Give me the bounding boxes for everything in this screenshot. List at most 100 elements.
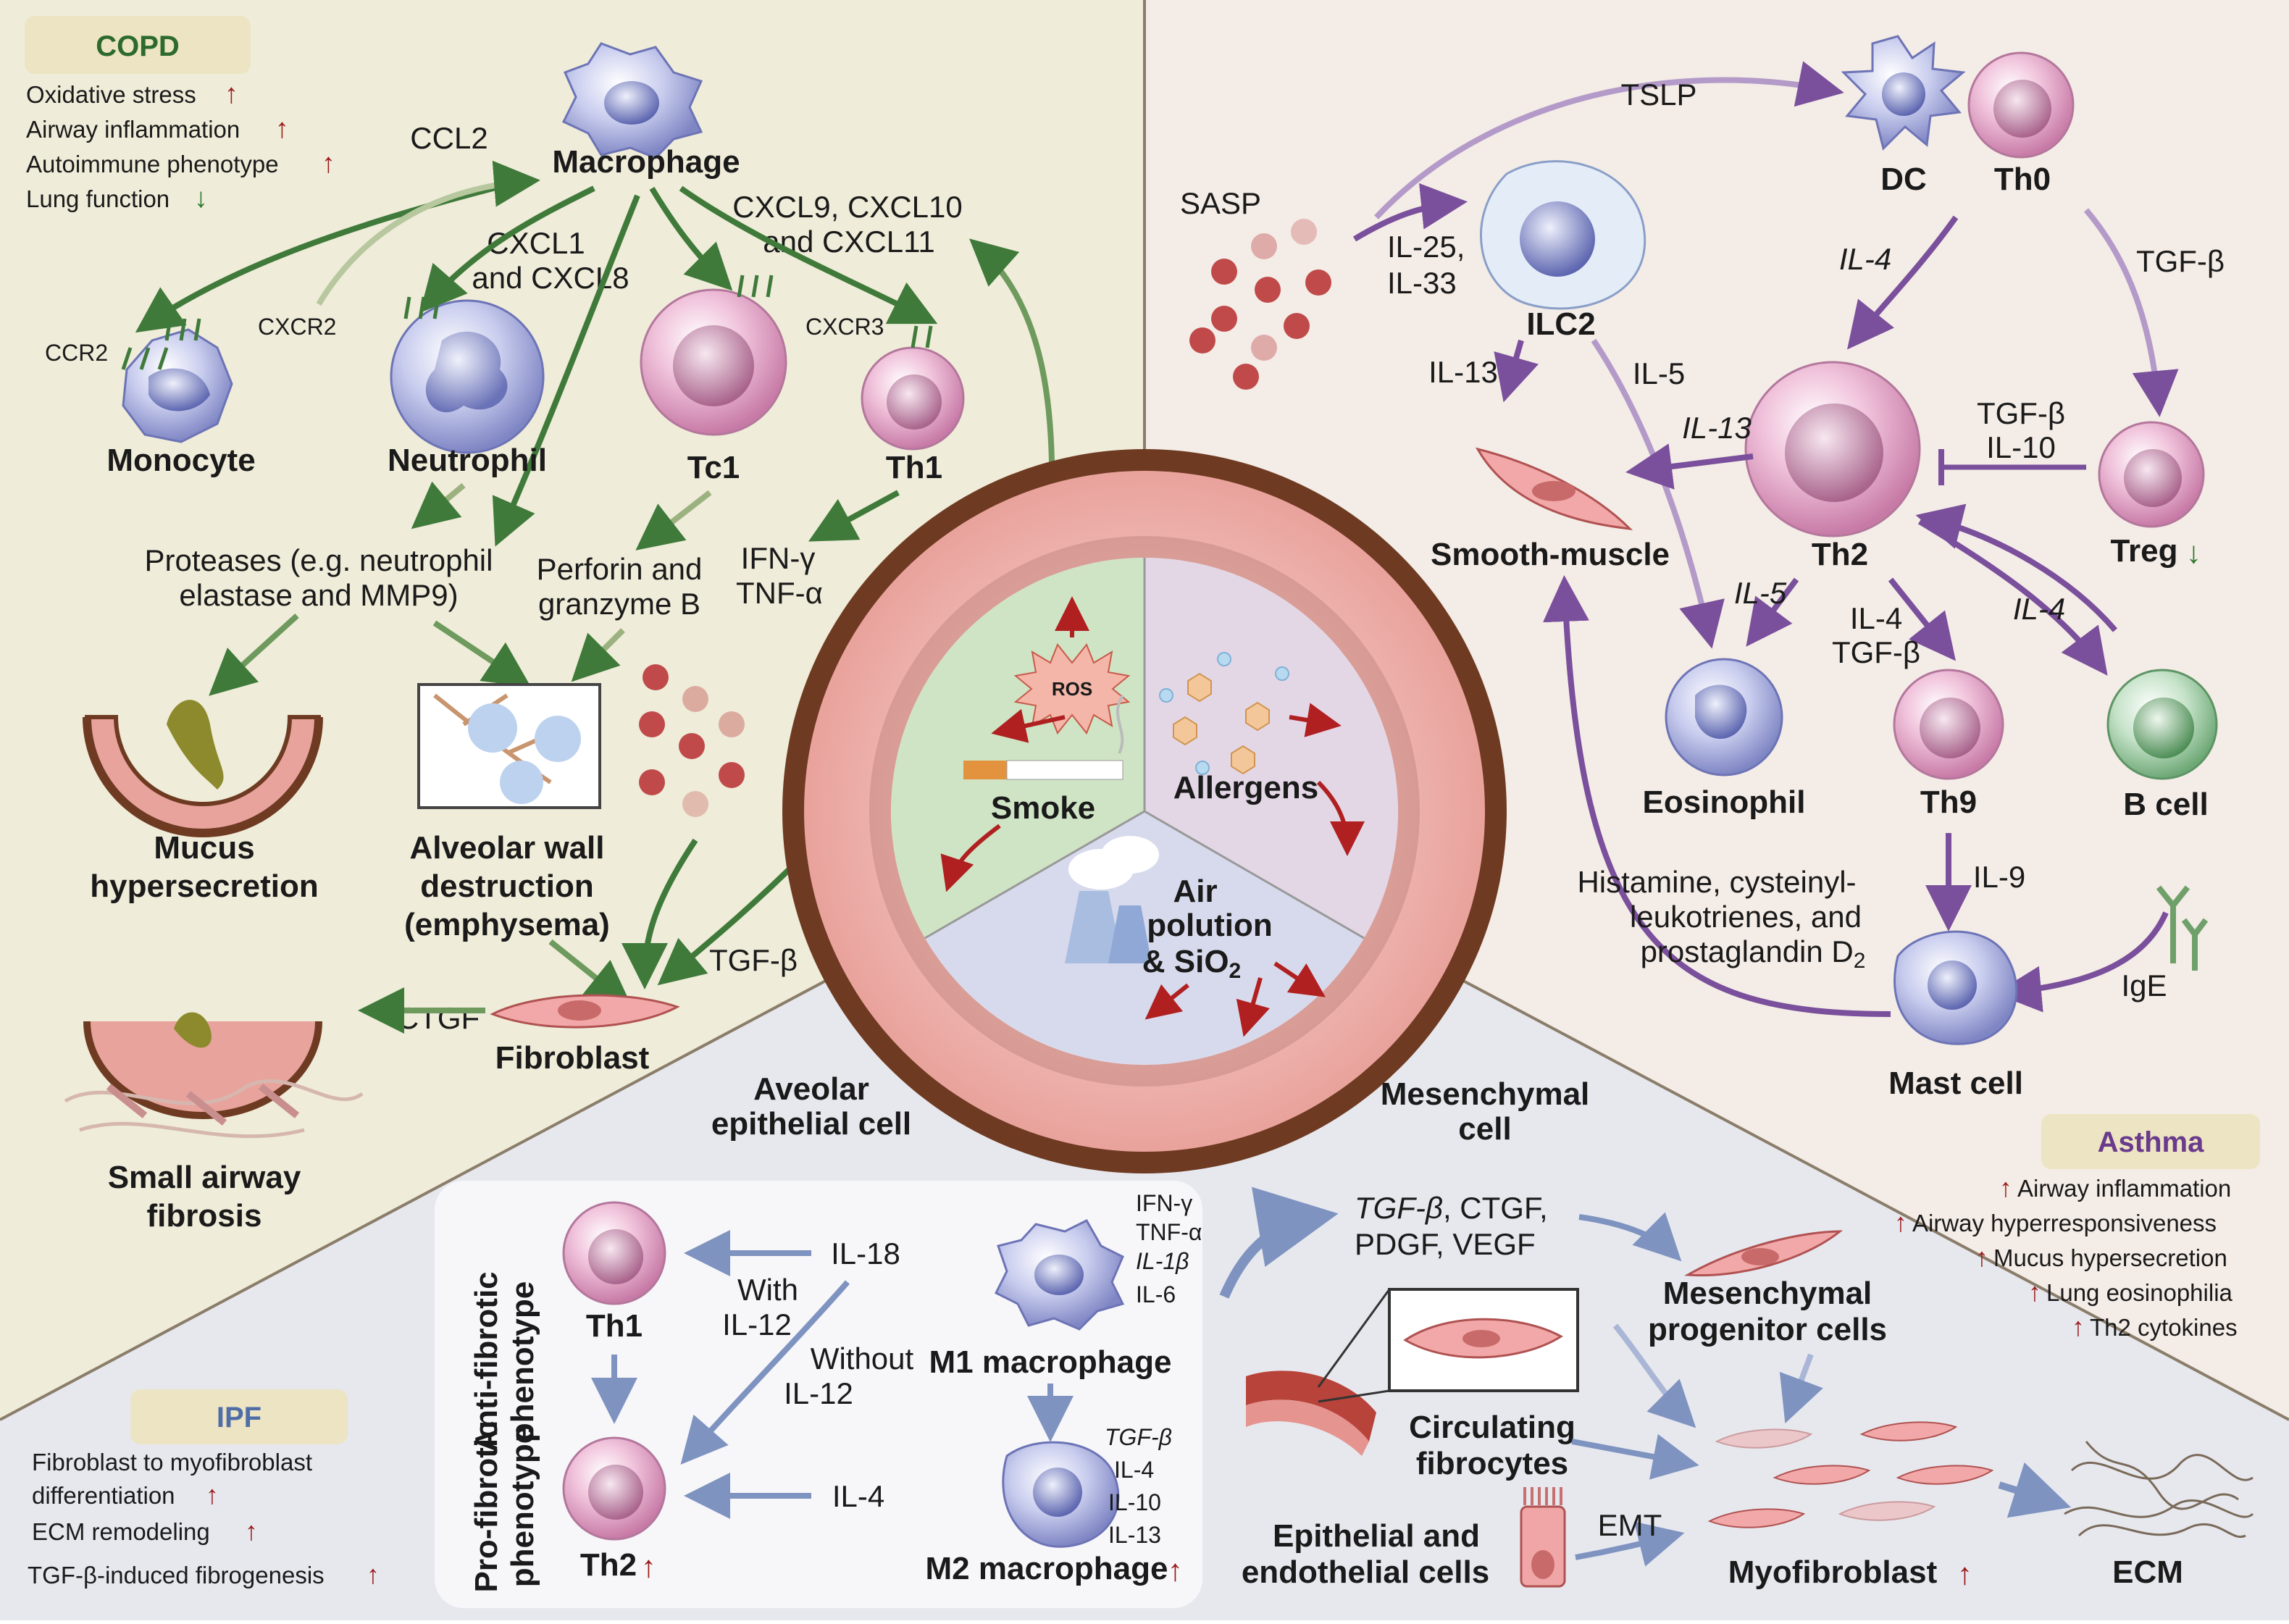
- il10-label: IL-10: [1986, 430, 2056, 464]
- ipf-panel: IPF Fibroblast to myofibroblast differen…: [28, 1181, 2254, 1608]
- neutrophil-cell: [390, 296, 545, 454]
- arrow-tc1-perforin: [635, 490, 712, 551]
- arrow-alveolar-fibroblast: [548, 939, 632, 1007]
- blood-vessel-image: [1246, 1288, 1579, 1456]
- ifn-label: IFN-γ: [741, 541, 816, 575]
- epithelial-cell-image: [1520, 1487, 1566, 1588]
- ipf-up-arrow-3: ↑: [367, 1560, 380, 1589]
- arrow-macrophage-th1: [679, 185, 938, 325]
- ecm-fibers-image: [2064, 1441, 2254, 1539]
- m2-up-arrow: ↑: [1168, 1553, 1183, 1587]
- ipf-th2-cell: [562, 1436, 666, 1541]
- alveolar-line3: (emphysema): [404, 907, 610, 942]
- pro-fibrotic-line2: phenotype: [505, 1426, 540, 1587]
- m2-cyt-3: IL-13: [1108, 1522, 1161, 1548]
- m1-cyt-3: IL-6: [1136, 1281, 1176, 1307]
- factory-icon: [1065, 836, 1159, 963]
- mucus-airway-image: [83, 700, 323, 837]
- sasp-label: SASP: [1180, 186, 1261, 220]
- cxcr2-label: CXCR2: [258, 314, 336, 340]
- anti-fibrotic-line1: Anti-fibrotic: [469, 1271, 504, 1452]
- th0-cell: [1967, 51, 2075, 159]
- arrow-th0-treg: [2083, 208, 2179, 417]
- arrow-th0-th2: [1847, 215, 1959, 350]
- copd-item-0: Oxidative stress: [26, 81, 196, 108]
- tgfb-a-label: TGF-β: [2136, 244, 2225, 278]
- tgfb-b-label: TGF-β: [1977, 396, 2065, 430]
- arrow-box-growthfactors: [1219, 1186, 1339, 1299]
- hist-line1: Histamine, cysteinyl-: [1577, 865, 1856, 899]
- ecm-label: ECM: [2112, 1554, 2183, 1590]
- asthma-item-1: Airway hyperresponsiveness: [1912, 1210, 2217, 1236]
- small-airway-line2: fibrosis: [147, 1198, 262, 1234]
- treg-label: Treg: [2111, 533, 2178, 569]
- macrophage-cell: [561, 42, 703, 159]
- epi-line2: endothelial cells: [1242, 1554, 1489, 1590]
- cxcl9-label-line1: CXCL9, CXCL10: [732, 190, 962, 224]
- growth-line2: PDGF, VEGF: [1355, 1227, 1536, 1261]
- smooth-muscle-cell: [1475, 447, 1633, 530]
- tslp-label: TSLP: [1620, 78, 1696, 112]
- copd-down-arrow-3: ↓: [194, 183, 208, 214]
- il13b-label: IL-13: [1682, 411, 1752, 445]
- ipf-item-3: TGF-β-induced fibrogenesis: [28, 1562, 325, 1589]
- air-line1: Air: [1173, 874, 1217, 909]
- treg-cell: [2098, 421, 2205, 528]
- arrow-th2-eosinophil: [1746, 577, 1799, 647]
- allergen-particles: [1159, 652, 1289, 775]
- arrow-growth-mesenprog: [1578, 1212, 1682, 1262]
- ros-burst: [1013, 643, 1131, 734]
- il5b-label: IL-5: [1734, 576, 1787, 610]
- monocyte-label: Monocyte: [106, 443, 255, 478]
- th1-cell: [861, 325, 965, 451]
- m1-macrophage-cell: [994, 1219, 1125, 1331]
- asthma-item-4: Th2 cytokines: [2090, 1314, 2238, 1341]
- bcell-label: B cell: [2123, 787, 2208, 822]
- fibroblast-label: Fibroblast: [495, 1040, 650, 1076]
- asthma-up-arrow-0: ↑: [1999, 1173, 2012, 1202]
- without-line2: IL-12: [784, 1376, 853, 1410]
- il4b-label: IL-4: [1850, 601, 1902, 635]
- arrow-lung-fibroblast: [622, 838, 698, 989]
- tc1-cell: [640, 275, 787, 436]
- m2-cyt-2: IL-10: [1108, 1489, 1161, 1515]
- macrophage-label: Macrophage: [552, 144, 740, 180]
- copd-panel: COPD Oxidative stress ↑ Airway inflammat…: [25, 16, 1055, 1234]
- m2-label: M2 macrophage: [926, 1551, 1168, 1586]
- copd-up-arrow-2: ↑: [322, 148, 335, 179]
- ipf-up-arrow-1: ↑: [206, 1480, 219, 1510]
- arrow-bcell-th2: [1915, 503, 2118, 632]
- arrow-th2-smooth: [1625, 443, 1754, 490]
- mast-cell-label: Mast cell: [1888, 1066, 2023, 1101]
- small-airway-line1: Small airway: [108, 1160, 301, 1195]
- mast-cell: [1893, 930, 2018, 1045]
- asthma-panel: DC Th0 TSLP SASP IL-25, IL-33 ILC2 IL-13…: [1180, 35, 2260, 1342]
- alveolar-line1: Alveolar wall: [409, 830, 604, 866]
- tnf-label: TNF-α: [736, 576, 823, 610]
- ipf-th1-cell: [562, 1201, 666, 1305]
- il4a-label: IL-4: [1839, 242, 1891, 276]
- asthma-item-0: Airway inflammation: [2017, 1175, 2231, 1202]
- circ-line2: fibrocytes: [1416, 1446, 1568, 1481]
- proteases-line1: Proteases (e.g. neutrophil: [145, 543, 493, 577]
- arrow-macrophage-neutrophil: [419, 185, 595, 314]
- il5a-label: IL-5: [1633, 356, 1685, 390]
- aveolar-line2: epithelial cell: [711, 1106, 911, 1142]
- th1-label: Th1: [886, 450, 942, 485]
- dc-label: DC: [1880, 162, 1927, 197]
- fibroblast-cell: [490, 994, 680, 1029]
- arrow-th1-ifn: [808, 490, 900, 542]
- il18-label: IL-18: [831, 1236, 900, 1271]
- m1-cyt-1: TNF-α: [1136, 1219, 1202, 1245]
- m1-cyt-0: IFN-γ: [1136, 1190, 1192, 1216]
- hist-line3: prostaglandin D2: [1641, 934, 1866, 973]
- air-line2: polution: [1147, 908, 1273, 943]
- tgfb-label: TGF-β: [709, 943, 798, 977]
- il25-label: IL-25,: [1387, 230, 1465, 264]
- il9-label: IL-9: [1973, 860, 2025, 894]
- ige-antibody-icon: [2156, 885, 2209, 971]
- growth-line1: TGF-β, CTGF,: [1355, 1191, 1548, 1225]
- arrow-th2-th9: [1888, 577, 1956, 661]
- m2-cyt-0: TGF-β: [1105, 1424, 1172, 1450]
